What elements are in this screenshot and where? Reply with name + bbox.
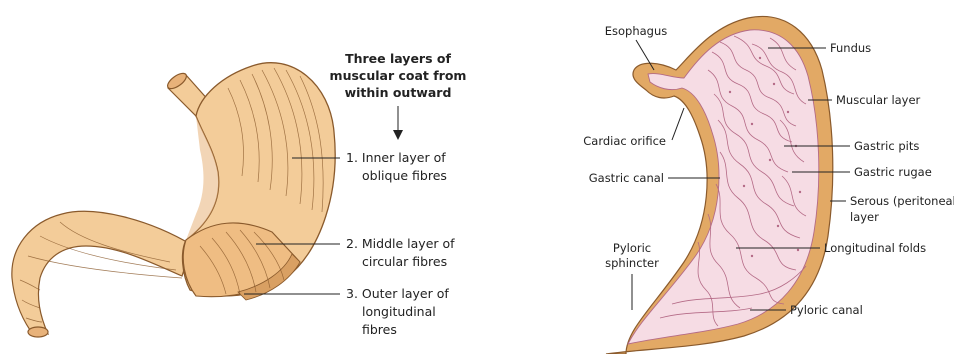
layers-heading-line-2: muscular coat from	[330, 68, 467, 83]
label-pyloric-canal: Pyloric canal	[790, 303, 863, 317]
label-muscular-layer: Muscular layer	[836, 93, 921, 107]
middle-layer-label-1: 2. Middle layer of	[346, 236, 455, 251]
label-pyloric-sphincter-2: sphincter	[605, 256, 659, 270]
inner-layer-label-2: oblique fibres	[362, 168, 447, 183]
layers-heading-line-3: within outward	[345, 85, 452, 100]
label-pyloric-sphincter-1: Pyloric	[613, 241, 651, 255]
layers-heading-line-1: Three layers of	[345, 51, 451, 66]
outer-layer-label-2: longitudinal	[362, 304, 436, 319]
label-serous-layer-1: Serous (peritoneal)	[850, 194, 954, 208]
label-serous-layer-2: layer	[850, 210, 879, 224]
outer-layer-label-1: 3. Outer layer of	[346, 286, 449, 301]
label-longitudinal-folds: Longitudinal folds	[824, 241, 926, 255]
middle-layer-label-2: circular fibres	[362, 254, 447, 269]
outer-layer-label-3: fibres	[362, 322, 397, 337]
pyloric-tube	[12, 211, 192, 334]
inner-layer-label-1: 1. Inner layer of	[346, 150, 446, 165]
left-panel: Three layers of muscular coat from withi…	[12, 51, 467, 337]
label-gastric-pits: Gastric pits	[854, 139, 919, 153]
label-gastric-rugae: Gastric rugae	[854, 165, 932, 179]
down-arrow-icon	[393, 130, 403, 140]
label-gastric-canal: Gastric canal	[589, 171, 664, 185]
label-esophagus: Esophagus	[605, 24, 668, 38]
label-fundus: Fundus	[830, 41, 871, 55]
label-cardiac-orifice: Cardiac orifice	[583, 134, 666, 148]
right-panel: Esophagus Cardiac orifice Gastric canal …	[583, 16, 954, 354]
